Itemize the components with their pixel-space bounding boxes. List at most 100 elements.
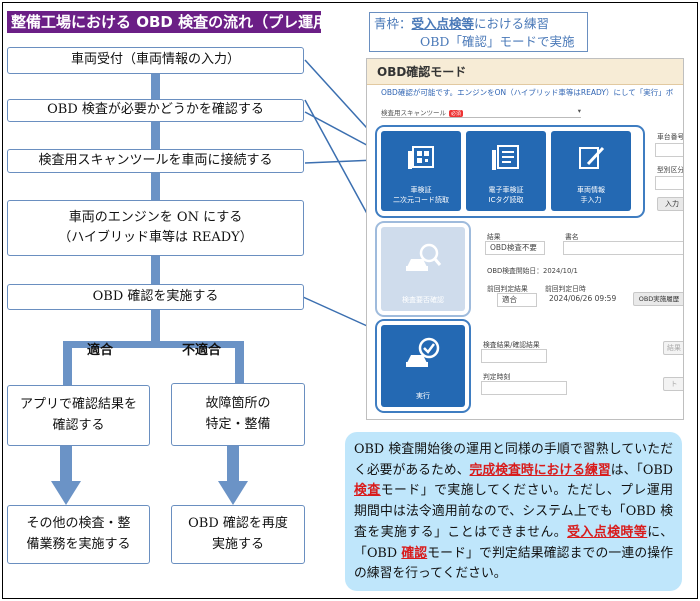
box-fault-repair: 故障箇所の 特定・整備 (171, 383, 305, 446)
info-highlight-2: 検査 (354, 483, 381, 499)
step-1-text: 車両受付（車両情報の入力） (70, 52, 240, 68)
tile-manual-input[interactable]: 車両情報 手入力 (551, 131, 631, 211)
tile-manual-line1: 車両情報 (577, 185, 605, 194)
prev-date-field: 2024/06/26 09:59 (545, 293, 631, 307)
step-5-text: OBD 確認を実施する (92, 288, 219, 304)
qr-code-icon (408, 146, 434, 169)
model-input[interactable] (655, 176, 683, 190)
result-field-2 (563, 241, 683, 255)
legend-keyword: 受入点検等 (411, 16, 475, 31)
fail-box2-line1: OBD 確認を再度 (188, 516, 288, 532)
info-text-1: OBD 検査開始後の運用と同様の手順で習熟していただく必要があるため、 (354, 442, 673, 478)
tile-ic-line1: 電子車検証 (488, 185, 524, 194)
branch-left-down (63, 341, 72, 385)
connector-2 (151, 122, 160, 149)
result-label: 結果 (487, 233, 501, 241)
info-highlight-3: 受入点検時等 (567, 524, 648, 540)
tile-execute[interactable]: 実行 (381, 325, 465, 407)
obd-history-button[interactable]: OBD実施履歴 (633, 292, 683, 306)
legend-note: 青枠：受入点検等における練習 OBD「確認」モードで実施 (369, 12, 588, 52)
info-text-5: モード」で判定結果確認までの一連の操作の練習を行ってください。 (354, 545, 674, 582)
fail-box2-line2: 実施する (211, 536, 264, 552)
box-other-inspection: その他の検査・整 備業務を実施する (7, 505, 150, 564)
vin-input[interactable] (655, 143, 683, 157)
tile-manual-line2: 手入力 (580, 195, 602, 204)
tile-execute-label: 実行 (416, 391, 430, 400)
screen-title: OBD確認モード (367, 59, 683, 85)
fail-box1-line1: 故障箇所の (205, 396, 271, 412)
arrow-left-head (51, 481, 81, 505)
pointer-line-5 (304, 99, 377, 231)
step-engine-on: 車両のエンジンを ON にする （ハイブリッド車等は READY） (7, 200, 304, 256)
connector-3 (151, 173, 160, 200)
exec-result-field (481, 349, 547, 363)
pointer-line-3 (304, 159, 377, 164)
pointer-line-2 (304, 111, 377, 151)
pointer-line-1 (304, 59, 377, 139)
prev-date-label: 前回判定日時 (545, 285, 586, 293)
arrow-right-shaft (227, 445, 239, 485)
legend-suffix: における練習 (474, 16, 550, 31)
step-connect-scan-tool: 検査用スキャンツールを車両に接続する (7, 149, 304, 173)
prev-result-field: 適合 (497, 293, 537, 307)
tile-ic-line2: ICタグ読取 (488, 195, 524, 204)
connector-4 (151, 256, 160, 284)
step-vehicle-reception: 車両受付（車両情報の入力） (7, 47, 304, 74)
branch-right-down (235, 341, 244, 383)
group-check-need (375, 221, 471, 317)
connector-5 (151, 310, 160, 344)
tile-check-need[interactable]: 検査要否確認 (381, 227, 465, 311)
step-4-line1: 車両のエンジンを ON にする (68, 209, 243, 225)
connector-1 (151, 74, 160, 99)
exec-result-label: 検査結果/確認結果 (483, 341, 540, 349)
car-search-icon (406, 243, 442, 271)
input-button[interactable]: 入力 (657, 197, 683, 211)
required-tag: 必須 (449, 109, 464, 117)
info-highlight-1: 完成検査時における練習 (469, 462, 611, 478)
prev-result-label: 前回判定結果 (487, 285, 528, 293)
vin-label: 車台番号 (657, 133, 684, 141)
tile-check-need-label: 検査要否確認 (402, 295, 444, 304)
chevron-down-icon: ▾ (577, 107, 581, 115)
fail-box1-line2: 特定・整備 (205, 416, 271, 432)
car-check-icon (406, 337, 440, 367)
exec-time-field (481, 381, 567, 395)
result-label-2: 書名 (565, 233, 579, 241)
result-field: OBD検査不要 (485, 241, 545, 255)
app-screenshot: OBD確認モード OBD確認が可能です。エンジンをON（ハイブリッド車等はREA… (366, 58, 684, 420)
exec-time-label: 判定時刻 (483, 373, 511, 381)
legend-line-2: OBD「確認」モードで実施 (420, 34, 575, 50)
box-confirm-in-app: アプリで確認結果を 確認する (7, 385, 150, 446)
step-4-line2: （ハイブリッド車等は READY） (58, 230, 253, 245)
scan-tool-select[interactable]: 検査用スキャンツール必須 ▾ (381, 107, 581, 118)
tile-qr-line2: 二次元コード読取 (393, 195, 449, 204)
obd-start-date: OBD検査開始日：2024/10/1 (487, 267, 578, 275)
box-rerun-obd: OBD 確認を再度 実施する (171, 505, 305, 564)
info-text-4: に、「OBD (354, 524, 673, 561)
tile-qr-read[interactable]: 車検証 二次元コード読取 (381, 131, 461, 211)
legend-line-1: 青枠：受入点検等における練習 (374, 15, 583, 33)
scan-tool-label: 検査用スキャンツール (381, 109, 446, 117)
info-text-2: は、「OBD (610, 462, 673, 478)
screen-subtitle: OBD確認が可能です。エンジンをON（ハイブリッド車等はREADY）にして「実行… (381, 88, 674, 97)
legend-prefix: 青枠： (374, 16, 412, 31)
page-title: 整備工場における OBD 検査の流れ（プレ運用） (7, 11, 321, 33)
tile-qr-line1: 車検証 (410, 185, 432, 194)
edit-icon (579, 146, 605, 169)
arrow-right-head (218, 481, 248, 505)
branch-pass-label: 適合 (87, 343, 114, 358)
info-text-3: モード」で実施してください。ただし、プレ運用期間中は法令適用前なので、システム上… (354, 483, 674, 540)
step-3-text: 検査用スキャンツールを車両に接続する (38, 152, 273, 168)
pass-box2-line2: 備業務を実施する (26, 536, 131, 552)
document-icon (492, 145, 519, 170)
step-run-obd-check: OBD 確認を実施する (7, 284, 304, 310)
next-button[interactable]: ト (663, 377, 683, 391)
branch-bar (63, 341, 243, 348)
tile-ic-read[interactable]: 電子車検証 ICタグ読取 (466, 131, 546, 211)
result-button[interactable]: 結果 (663, 341, 683, 355)
group-execute (375, 319, 471, 413)
info-highlight-4: 確認 (401, 545, 428, 561)
pass-box1-line1: アプリで確認結果を (19, 397, 137, 413)
info-box: OBD 検査開始後の運用と同様の手順で習熟していただく必要があるため、完成検査時… (345, 432, 682, 591)
